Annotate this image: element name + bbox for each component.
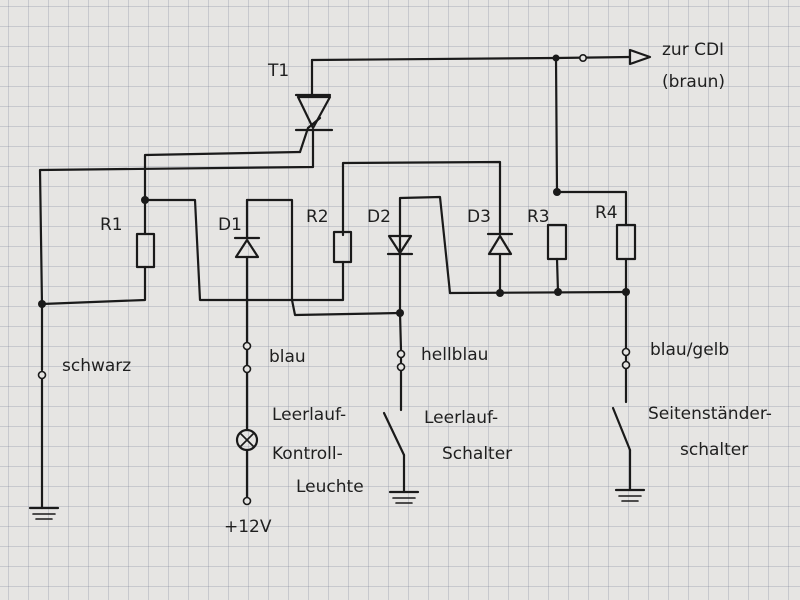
label-supply: +12V bbox=[224, 517, 272, 537]
label-lamp-line2: Kontroll- bbox=[272, 444, 343, 464]
resistor-r3 bbox=[546, 223, 568, 296]
label-idle-switch-line1: Leerlauf- bbox=[424, 408, 498, 428]
resistor-r2 bbox=[290, 230, 404, 317]
label-lamp-line1: Leerlauf- bbox=[272, 405, 346, 425]
label-d3: D3 bbox=[467, 207, 491, 227]
thyristor-t1 bbox=[294, 58, 334, 160]
label-d2: D2 bbox=[367, 207, 391, 227]
rails bbox=[38, 54, 628, 307]
lightblue-wire-switch bbox=[382, 349, 420, 504]
diode-d2 bbox=[386, 195, 452, 352]
label-r1: R1 bbox=[100, 215, 123, 235]
label-stand-switch-line2: schalter bbox=[680, 440, 748, 460]
label-idle-switch-line2: Schalter bbox=[442, 444, 512, 464]
label-blau-gelb: blau/gelb bbox=[650, 340, 729, 360]
label-blau: blau bbox=[269, 347, 306, 367]
idle-switch-icon bbox=[382, 411, 406, 494]
diode-d1 bbox=[233, 198, 294, 345]
label-lamp-line3: Leuchte bbox=[296, 477, 364, 497]
resistor-r4 bbox=[615, 223, 637, 296]
label-r4: R4 bbox=[595, 203, 618, 223]
sidestand-switch-icon bbox=[611, 406, 632, 492]
label-r2: R2 bbox=[306, 207, 329, 227]
label-stand-switch-line1: Seitenständer- bbox=[648, 404, 772, 424]
blueyellow-wire-switch bbox=[611, 290, 646, 502]
diode-d3 bbox=[486, 232, 514, 297]
bottom-rail bbox=[448, 290, 628, 295]
black-wire bbox=[28, 302, 60, 520]
label-hellblau: hellblau bbox=[421, 345, 488, 365]
output-line bbox=[310, 48, 652, 66]
blue-wire-lamp bbox=[235, 341, 259, 506]
label-t1: T1 bbox=[267, 61, 289, 81]
label-output-line1: zur CDI bbox=[662, 40, 724, 60]
label-d1: D1 bbox=[218, 215, 242, 235]
label-schwarz: schwarz bbox=[62, 356, 131, 376]
label-output-line2: (braun) bbox=[662, 72, 725, 92]
label-r3: R3 bbox=[527, 207, 550, 227]
lamp-icon bbox=[235, 428, 259, 452]
